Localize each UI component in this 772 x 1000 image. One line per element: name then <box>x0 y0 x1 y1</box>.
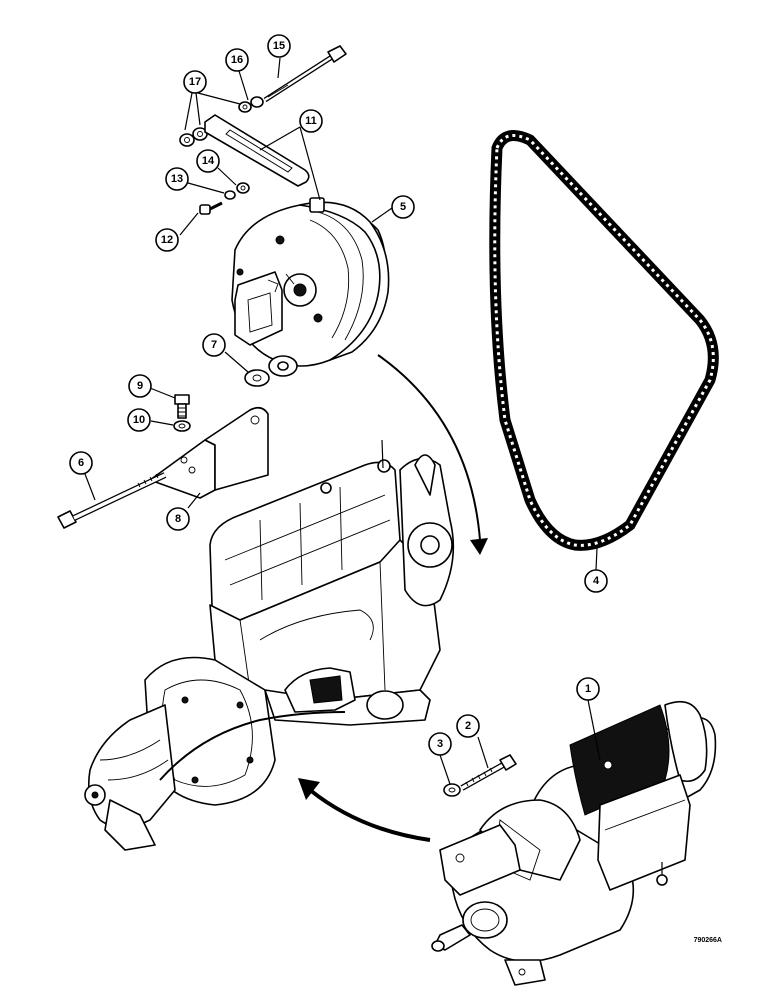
callout-label: 3 <box>437 738 443 750</box>
callout-label: 14 <box>202 155 215 167</box>
callout-label: 16 <box>231 54 243 66</box>
bolt-part-2 <box>460 754 517 791</box>
alternator-part-5 <box>231 197 390 377</box>
washer-part-3 <box>443 783 461 797</box>
bolt-part-15 <box>263 45 347 103</box>
callout-12: 12 <box>155 228 179 252</box>
washer-part-17 <box>179 127 208 147</box>
bolt-part-6 <box>57 472 167 529</box>
callout-1: 1 <box>576 677 600 701</box>
lockwasher-part-10 <box>173 420 191 432</box>
callout-10: 10 <box>127 408 151 432</box>
callout-label: 9 <box>137 380 143 392</box>
callout-17: 17 <box>183 70 207 94</box>
spacer-part-7 <box>244 369 270 387</box>
washer-part-16 <box>238 96 264 113</box>
figure-reference-number: 790266A <box>694 937 722 944</box>
callout-label: 15 <box>273 40 285 52</box>
callout-label: 12 <box>161 234 173 246</box>
callout-label: 4 <box>593 575 600 587</box>
callout-8: 8 <box>166 507 190 531</box>
callout-label: 2 <box>465 720 471 732</box>
callout-label: 5 <box>400 201 406 213</box>
callout-label: 11 <box>305 115 317 127</box>
callout-label: 17 <box>189 76 201 88</box>
callout-2: 2 <box>456 714 480 738</box>
callout-11: 11 <box>299 109 323 133</box>
callout-7: 7 <box>202 333 226 357</box>
callout-3: 3 <box>428 732 452 756</box>
assembly-arrow-alternator <box>377 354 488 555</box>
bolt-part-9 <box>174 394 190 419</box>
callout-5: 5 <box>391 195 415 219</box>
callout-14: 14 <box>196 149 220 173</box>
engine-assembly <box>84 439 455 851</box>
callout-16: 16 <box>225 48 249 72</box>
mounting-bracket-part-8 <box>149 406 269 499</box>
callout-label: 10 <box>133 414 145 426</box>
callout-label: 1 <box>585 683 591 695</box>
callout-15: 15 <box>267 34 291 58</box>
callout-label: 7 <box>211 339 217 351</box>
callout-13: 13 <box>165 167 189 191</box>
callout-9: 9 <box>128 374 152 398</box>
callout-label: 8 <box>175 513 181 525</box>
leader-lines <box>84 57 601 785</box>
callout-label: 6 <box>78 457 84 469</box>
assembly-arrow-starter <box>298 778 431 842</box>
adjusting-strap-part-11 <box>204 114 310 187</box>
washer-part-13 <box>224 190 236 200</box>
callout-label: 13 <box>171 173 183 185</box>
drive-belt-part-4 <box>489 130 719 551</box>
callout-6: 6 <box>69 451 93 475</box>
bolt-part-12 <box>199 201 223 215</box>
starter-motor-part-1 <box>431 700 717 986</box>
callout-4: 4 <box>584 569 608 593</box>
nut-part-14 <box>236 182 250 194</box>
